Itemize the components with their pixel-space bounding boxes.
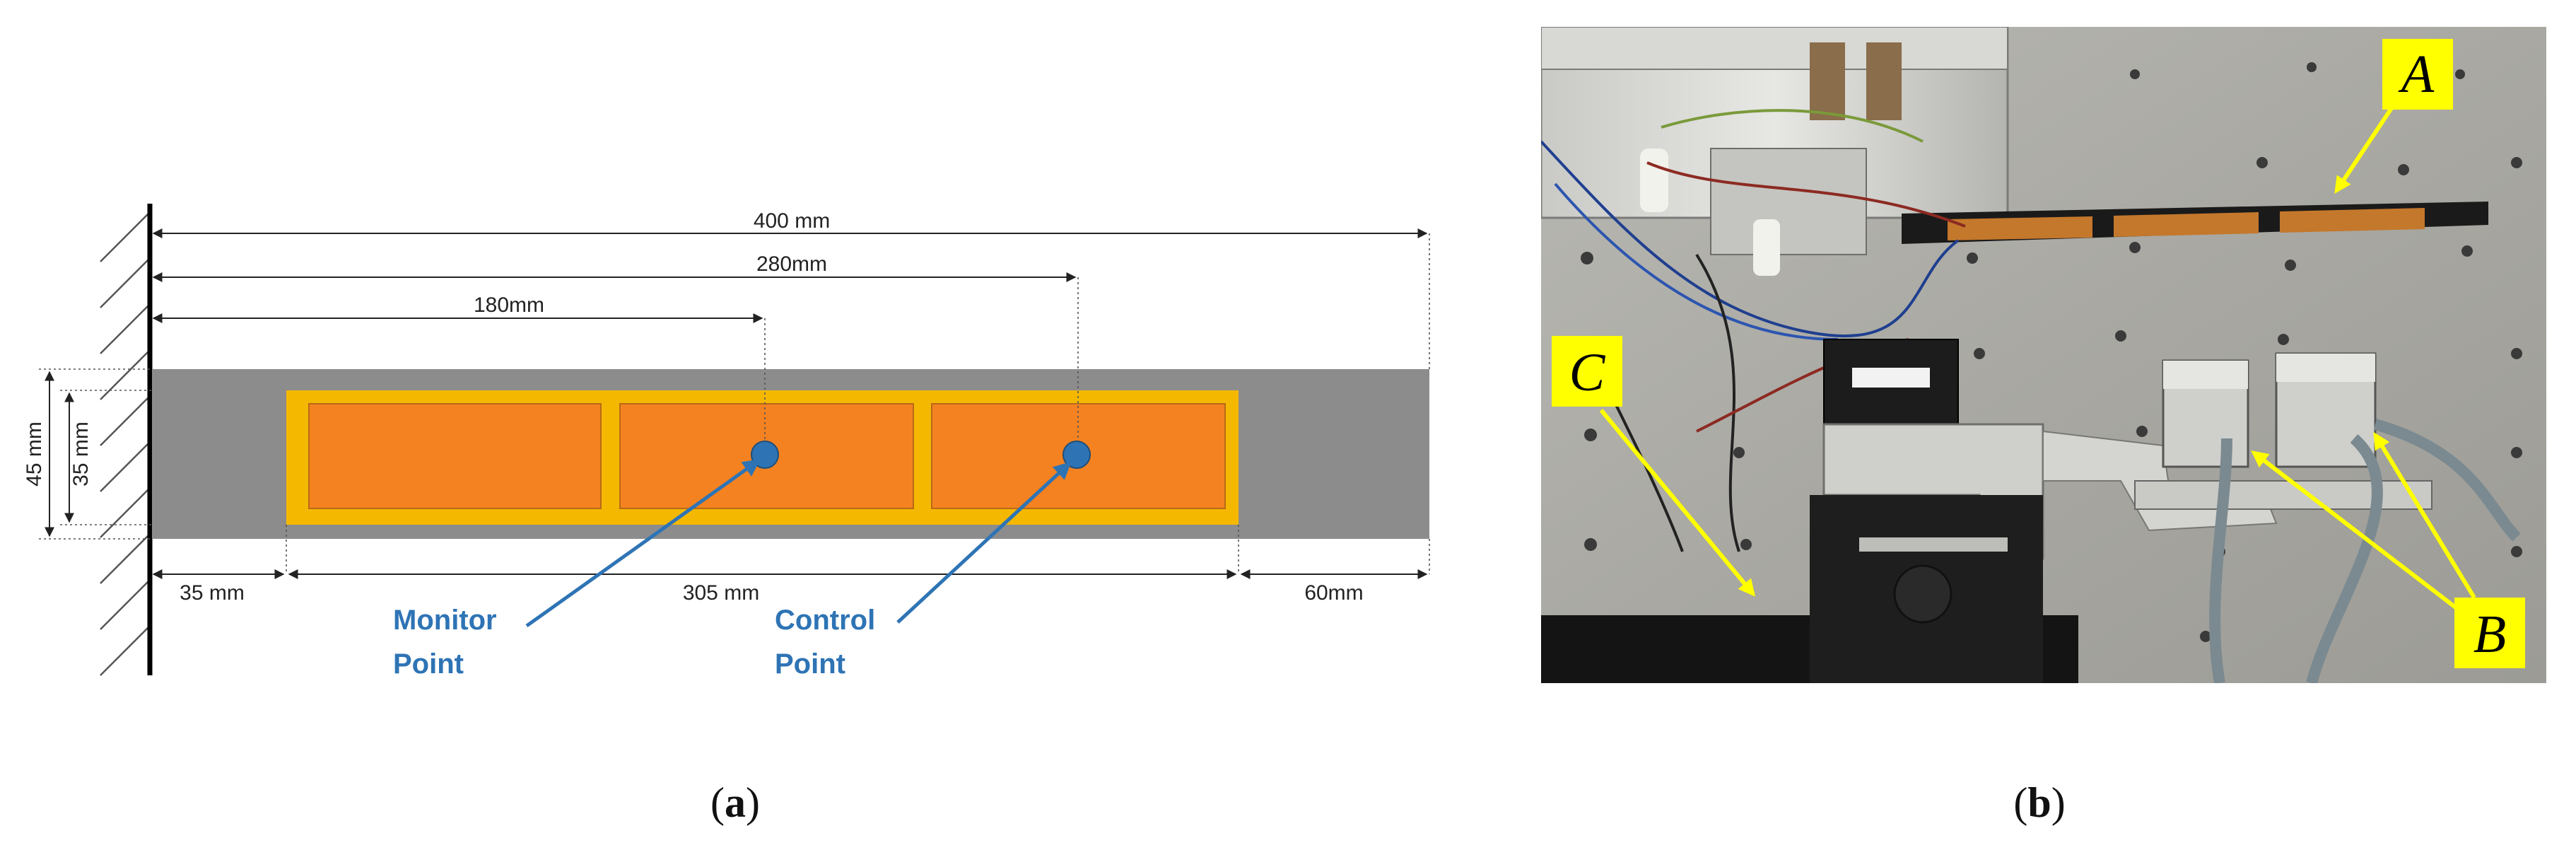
control-label-line2: Point (775, 648, 845, 680)
label-a: A (2398, 45, 2435, 104)
clamp-hatch (100, 211, 151, 676)
dim-280-label: 280mm (756, 252, 827, 276)
sensor-2-top (2276, 354, 2375, 382)
guide-lines (39, 233, 1430, 574)
clamp-block-top (1541, 27, 2008, 70)
label-b-arrow-1 (2251, 450, 2458, 610)
label-b-arrow-2 (2373, 431, 2476, 599)
stage-knob (1893, 564, 1953, 624)
photo-patch-1 (1948, 216, 2092, 240)
control-label-line1: Control (775, 605, 875, 636)
clamp-jaw (1710, 148, 1867, 255)
monitor-arrow (525, 459, 761, 628)
label-a-arrow (2334, 105, 2395, 194)
patch-1 (308, 403, 602, 509)
sensor-mount (2134, 480, 2432, 510)
clamp-pin (1866, 42, 1902, 120)
stage-rail (1859, 537, 2008, 552)
label-c-box (1552, 336, 1622, 407)
control-arrow (896, 461, 1072, 624)
label-c-arrow (1599, 409, 1756, 597)
dim-60-label: 60mm (1304, 581, 1363, 605)
monitor-label-line1: Monitor (393, 605, 497, 636)
dim-180-label: 180mm (474, 293, 544, 317)
photo-patch-3 (2280, 208, 2425, 233)
panel-b-photo: A C B (1541, 27, 2546, 683)
clamp-pin (1810, 42, 1845, 120)
caption-b: (b) (2013, 779, 2065, 826)
shaker-label (1852, 368, 1930, 388)
caption-a: (a) (710, 779, 760, 826)
dim-400-label: 400 mm (754, 209, 830, 233)
standoff (1753, 219, 1780, 276)
label-b: B (2473, 605, 2506, 664)
sensor-1-top (2163, 361, 2248, 389)
control-point-dot (1062, 441, 1091, 469)
label-c: C (1569, 343, 1606, 402)
photo-patch-2 (2114, 212, 2259, 237)
monitor-label-line2: Point (393, 648, 464, 680)
panel-a-diagram: 400 mm 280mm 180mm 45 mm 35 mm 35 mm 305… (23, 204, 1430, 826)
dim-35-vert-label: 35 mm (69, 421, 93, 487)
dim-305-label: 305 mm (683, 581, 759, 605)
label-b-box (2454, 598, 2525, 668)
dim-45-label: 45 mm (23, 421, 46, 487)
label-a-box (2382, 39, 2453, 110)
dim-35-horiz-label: 35 mm (180, 581, 245, 605)
sensor-cables (2209, 419, 2521, 683)
standoff (1640, 149, 1668, 212)
